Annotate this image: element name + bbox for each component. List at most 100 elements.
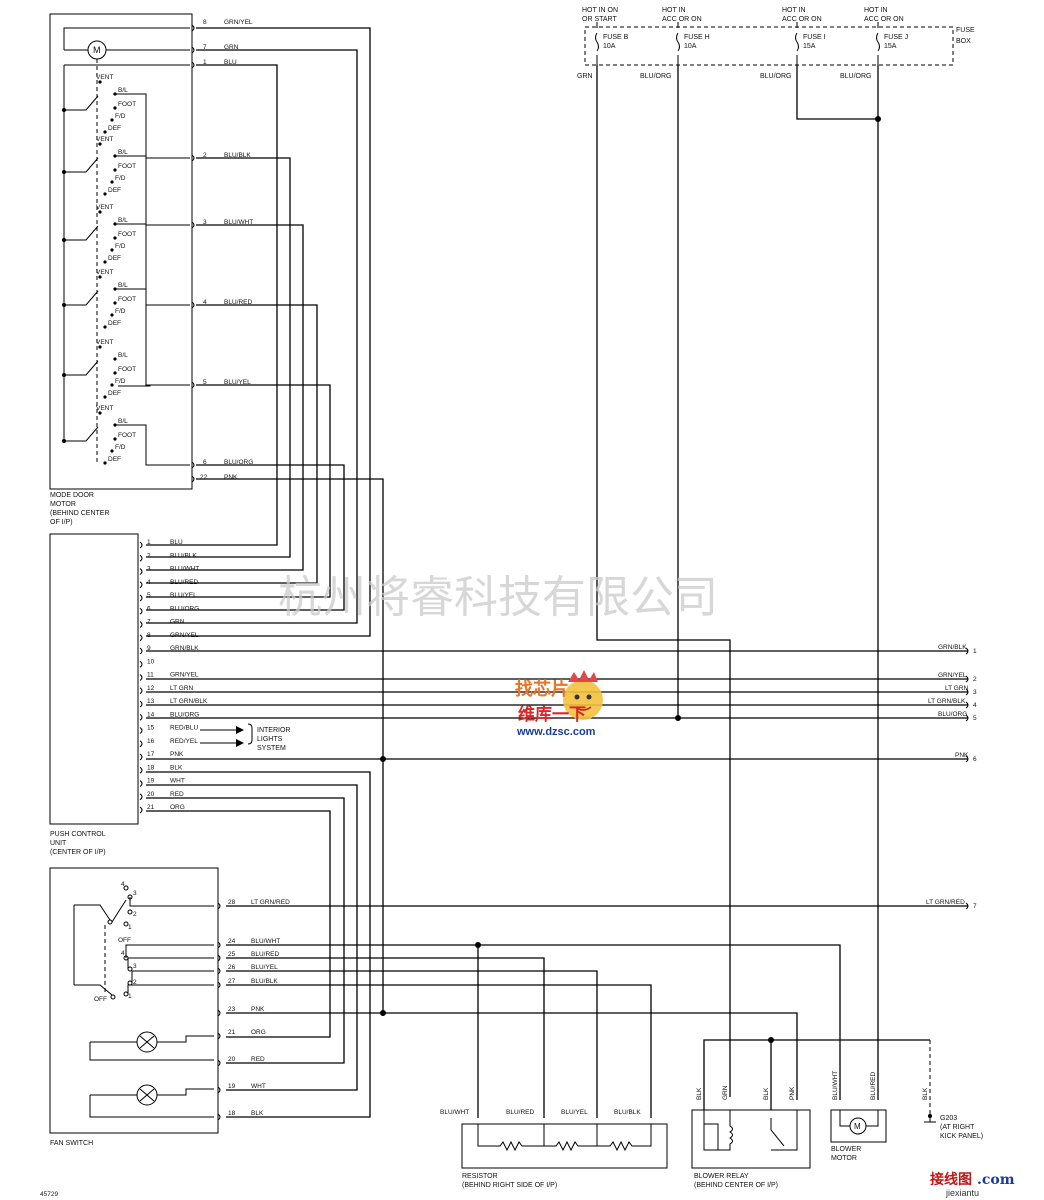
relay-label-2: (BEHIND CENTER OF I/P) — [694, 1182, 778, 1189]
company-watermark: 杭州将睿科技有限公司 — [278, 572, 718, 623]
fuse-h-hot-2: ACC OR ON — [662, 16, 702, 23]
mode-door-label-3: (BEHIND CENTER — [50, 510, 110, 517]
svg-text:BLU/ORG: BLU/ORG — [170, 605, 199, 612]
svg-text:VENT: VENT — [96, 405, 113, 412]
svg-text:BLU/YEL: BLU/YEL — [561, 1109, 588, 1116]
svg-text:3: 3 — [203, 219, 207, 226]
fan-switch-outline — [49, 867, 219, 1134]
svg-text:2: 2 — [973, 676, 977, 683]
fan-off-top: OFF — [118, 937, 131, 944]
svg-text:维库一下: 维库一下 — [518, 704, 586, 724]
svg-text:BLU/RED: BLU/RED — [251, 951, 279, 958]
blower-relay-outline — [691, 1109, 811, 1169]
mascot-icon — [563, 680, 603, 720]
svg-text:BLU/BLK: BLU/BLK — [614, 1109, 641, 1116]
pcu-pin-17: 17 PNK — [139, 751, 184, 761]
svg-text:FOOT: FOOT — [118, 296, 136, 303]
blower-motor-outline — [830, 1109, 887, 1143]
mode-pin-4: 4 BLU/RED — [203, 299, 252, 306]
mode-to-pcu-wires — [146, 27, 384, 1013]
svg-text:BLU/RED: BLU/RED — [870, 1072, 877, 1100]
svg-text:BLU/WHT: BLU/WHT — [440, 1109, 469, 1116]
svg-text:25: 25 — [228, 951, 236, 958]
fuse-j-hot-2: ACC OR ON — [864, 16, 904, 23]
wire-blu-blk-2 — [146, 157, 291, 558]
svg-text:GRN/YEL: GRN/YEL — [170, 672, 199, 679]
wire-blu-blk-27 — [226, 984, 652, 1118]
svg-text:VENT: VENT — [96, 136, 113, 143]
svg-text:BLU/BLK: BLU/BLK — [251, 978, 278, 985]
svg-text:B/L: B/L — [118, 418, 128, 425]
wire-red-20 — [146, 797, 345, 1064]
svg-text:BLK: BLK — [922, 1087, 929, 1100]
mode-door-motor-outline — [49, 13, 193, 490]
relay-contact — [770, 1110, 798, 1151]
svg-text:BLU/BLK: BLU/BLK — [170, 552, 197, 559]
svg-text:VENT: VENT — [96, 269, 113, 276]
wire-pnk-22 — [196, 478, 384, 1013]
fan-off-bottom: OFF — [94, 996, 107, 1003]
svg-text:1: 1 — [147, 539, 151, 546]
wire-relay-blk-ground — [703, 1039, 930, 1110]
fan-output-wires — [226, 905, 968, 1118]
wire-pnk-23 — [226, 1012, 798, 1100]
fan-switch-label: FAN SWITCH — [50, 1140, 93, 1147]
pcu-pin-18: 18 BLK — [139, 764, 183, 774]
svg-text:7: 7 — [203, 44, 207, 51]
fuse-i-rating: 15A — [803, 43, 816, 50]
mode-door-pins: 8 GRN/YEL 7 GRN 1 BLU 2 BLU/BLK 3 BLU/WH… — [191, 19, 253, 483]
svg-text:DEF: DEF — [108, 255, 121, 262]
blower-relay: BLK GRN BLK PNK BLOWER RELAY (BEHIND CEN… — [691, 1037, 931, 1189]
svg-text:PNK: PNK — [224, 474, 238, 481]
svg-text:BLU: BLU — [224, 59, 237, 66]
svg-text:17: 17 — [147, 751, 155, 758]
svg-text:BLK: BLK — [696, 1087, 703, 1100]
svg-text:BLU/ORG: BLU/ORG — [170, 711, 199, 718]
svg-text:13: 13 — [147, 698, 155, 705]
svg-text:BLK: BLK — [170, 764, 183, 771]
svg-text:PNK: PNK — [170, 751, 184, 758]
svg-text:RED/BLU: RED/BLU — [170, 725, 198, 732]
svg-text:2: 2 — [133, 911, 137, 918]
svg-text:1: 1 — [128, 993, 132, 1000]
svg-text:BLU/RED: BLU/RED — [506, 1109, 534, 1116]
svg-text:GRN: GRN — [722, 1085, 729, 1100]
mode-door-label-1: MODE DOOR — [50, 492, 94, 499]
svg-text:PNK: PNK — [955, 752, 969, 759]
svg-text:接线图: 接线图 — [930, 1171, 972, 1188]
svg-text:4: 4 — [973, 702, 977, 709]
fuse-h-hot-1: HOT IN — [662, 7, 686, 14]
wire-grn-yel-8 — [146, 27, 371, 637]
svg-text:BLU/WHT: BLU/WHT — [251, 938, 280, 945]
svg-text:18: 18 — [147, 764, 155, 771]
fuse-i: HOT IN ACC OR ON FUSE I 15A BLU/ORG — [760, 7, 826, 80]
splice-pnk — [380, 756, 386, 762]
svg-text:PNK: PNK — [251, 1006, 265, 1013]
svg-text:26: 26 — [228, 964, 236, 971]
svg-text:F/D: F/D — [115, 444, 126, 451]
wire-blu-wht-24 — [226, 944, 841, 1100]
mode-switch-decks: VENTB/LFOOTF/DDEFVENTB/LFOOTF/DDEFVENTB/… — [62, 74, 190, 466]
fuse-b: HOT IN ON OR START FUSE B 10A GRN — [577, 7, 629, 80]
relay-label-1: BLOWER RELAY — [694, 1173, 749, 1180]
svg-text:jiexiantu: jiexiantu — [945, 1188, 979, 1198]
fuse-i-hot-1: HOT IN — [782, 7, 806, 14]
svg-text:18: 18 — [228, 1110, 236, 1117]
fuse-box: FUSE BOX HOT IN ON OR START FUSE B 10A G… — [577, 7, 975, 80]
